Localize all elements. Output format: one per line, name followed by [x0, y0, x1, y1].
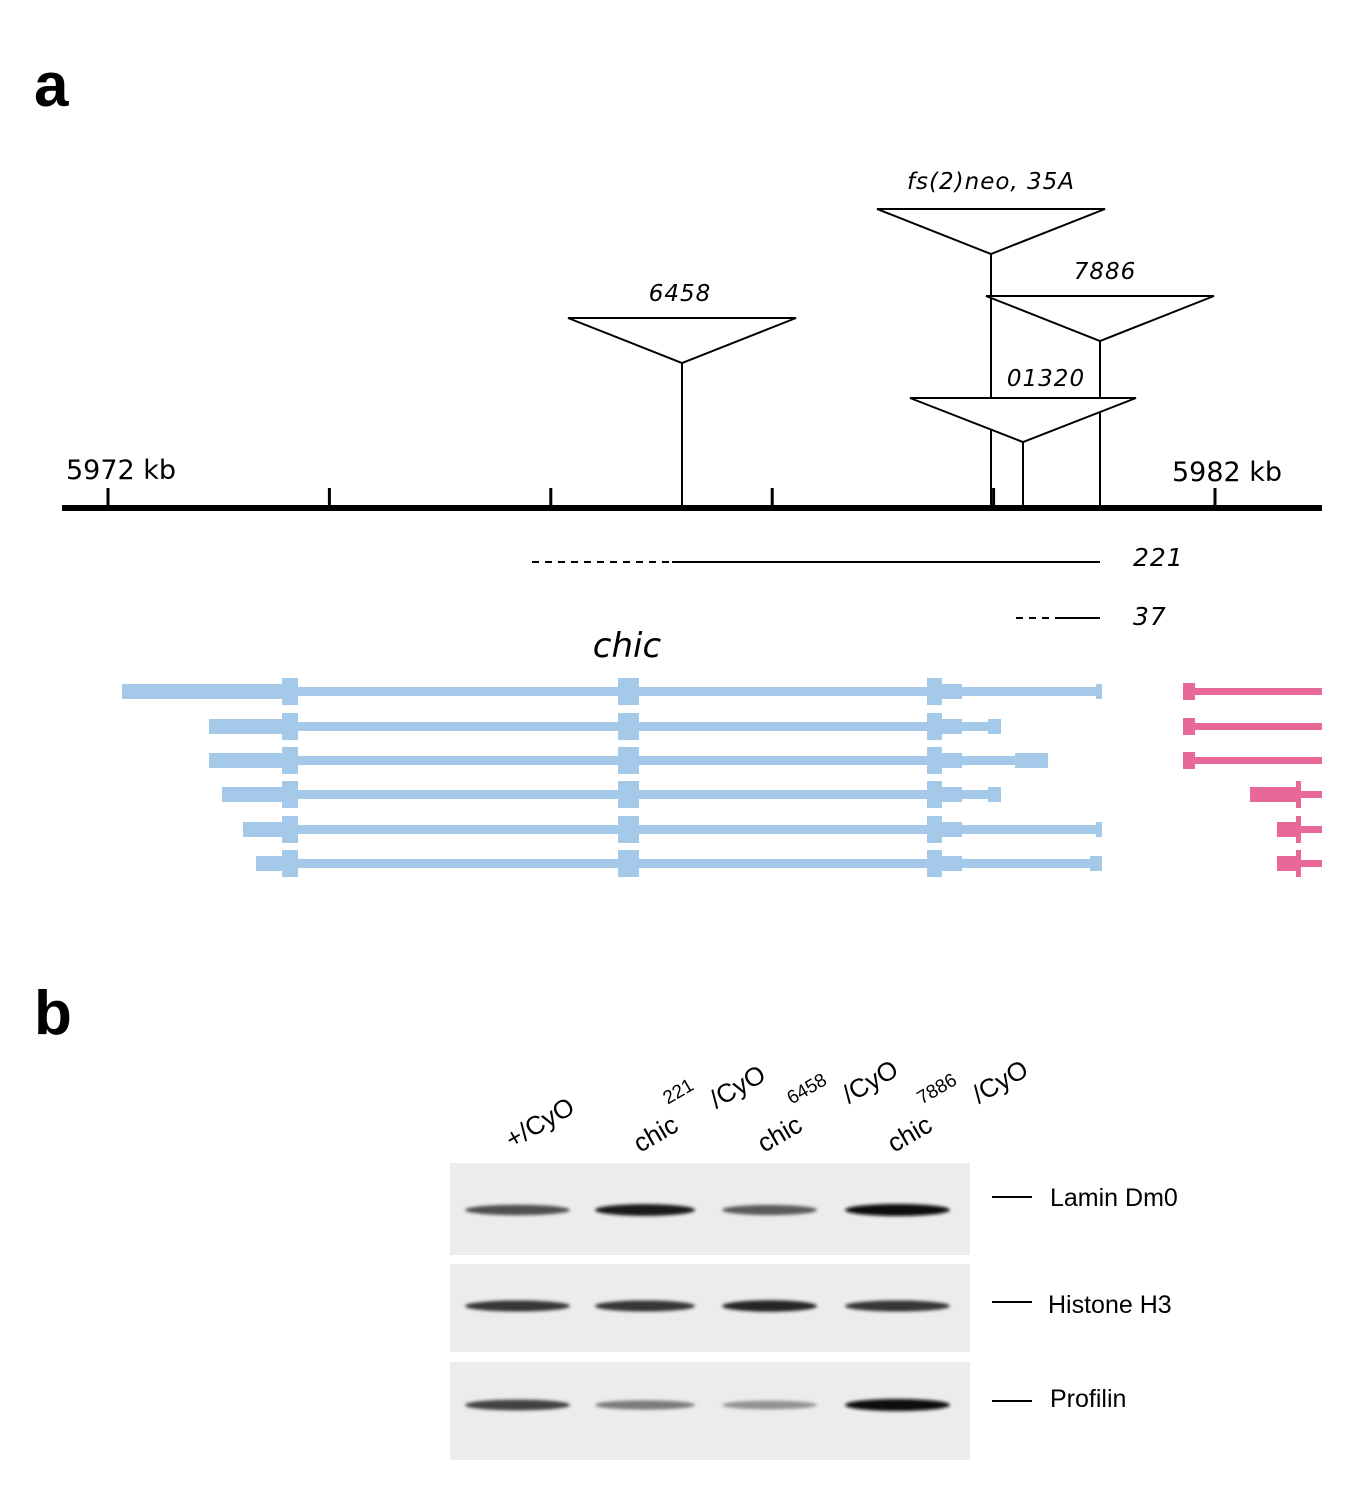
blot-band [722, 1300, 817, 1312]
blot-band [465, 1399, 570, 1411]
svg-text:7886: 7886 [914, 1070, 961, 1109]
blot-band [595, 1204, 695, 1216]
svg-text:chic: chic [882, 1109, 937, 1158]
chic-transcript-3 [209, 747, 1048, 774]
blot-band [722, 1400, 817, 1410]
svg-text:chic: chic [628, 1109, 683, 1158]
insertion-6458-label: 6458 [649, 281, 712, 307]
neighbor-transcript-1 [1183, 683, 1322, 700]
svg-text:+/CyO: +/CyO [500, 1091, 579, 1154]
scale-right-label: 5982 kb [1172, 457, 1282, 488]
blot-profilin: Profilin [450, 1362, 1126, 1460]
chic-transcript-1 [122, 678, 1102, 705]
insertion-fs2neo [876, 208, 1106, 508]
neighbor-transcript-6 [1277, 850, 1322, 877]
blot-band [845, 1204, 950, 1216]
deletion-37-label: 37 [1133, 602, 1167, 631]
antibody-label-histone: Histone H3 [1048, 1291, 1172, 1319]
chic-transcript-4 [222, 781, 1001, 808]
svg-text:221: 221 [660, 1075, 698, 1109]
antibody-label-profilin: Profilin [1050, 1385, 1126, 1413]
insertion-6458 [567, 317, 797, 508]
panel-b-label: b [34, 979, 72, 1048]
genomic-scale-bar: 5972 kb 5982 kb [62, 455, 1322, 511]
svg-text:6458: 6458 [784, 1070, 831, 1109]
neighbor-transcript-2 [1183, 718, 1322, 735]
insertion-01320-label: 01320 [1007, 366, 1085, 392]
blot-band [845, 1399, 950, 1411]
neighbor-transcript-4 [1250, 781, 1322, 808]
chic-transcript-2 [209, 713, 1001, 740]
scale-ticks [106, 488, 1217, 508]
gene-name-chic: chic [593, 626, 662, 666]
svg-text:/CyO: /CyO [967, 1054, 1033, 1110]
blot-band [465, 1204, 570, 1216]
blot-band [722, 1204, 817, 1216]
insertion-01320 [909, 397, 1137, 508]
panel-a-label: a [34, 51, 69, 120]
scale-left-label: 5972 kb [66, 455, 176, 486]
chic-transcript-5 [243, 816, 1102, 843]
blot-band [595, 1400, 695, 1410]
blot-band [595, 1300, 695, 1312]
insertion-fs2neo-label: fs(2)neo, 35A [907, 169, 1075, 195]
blot-band [845, 1300, 950, 1312]
neighbor-transcript-5 [1277, 816, 1322, 843]
lane-label-3: chic 6458 /CyO [752, 1054, 903, 1159]
blot-band [465, 1300, 570, 1312]
insertion-7886 [985, 295, 1215, 508]
deletion-221-label: 221 [1133, 543, 1184, 572]
svg-text:/CyO: /CyO [837, 1054, 903, 1110]
lane-label-4: chic 7886 /CyO [882, 1054, 1033, 1159]
antibody-label-lamin: Lamin Dm0 [1050, 1184, 1178, 1212]
svg-text:chic: chic [752, 1109, 807, 1158]
chic-transcripts [122, 678, 1102, 877]
lane-label-1: +/CyO [500, 1091, 579, 1154]
lane-label-2: chic 221 /CyO [628, 1059, 771, 1159]
insertion-7886-label: 7886 [1074, 259, 1137, 285]
chic-transcript-6 [256, 850, 1102, 877]
svg-text:/CyO: /CyO [704, 1059, 770, 1115]
blot-histone: Histone H3 [450, 1264, 1172, 1352]
blot-lamin: Lamin Dm0 [450, 1163, 1178, 1255]
neighbor-gene-transcripts [1183, 683, 1322, 877]
neighbor-transcript-3 [1183, 752, 1322, 769]
